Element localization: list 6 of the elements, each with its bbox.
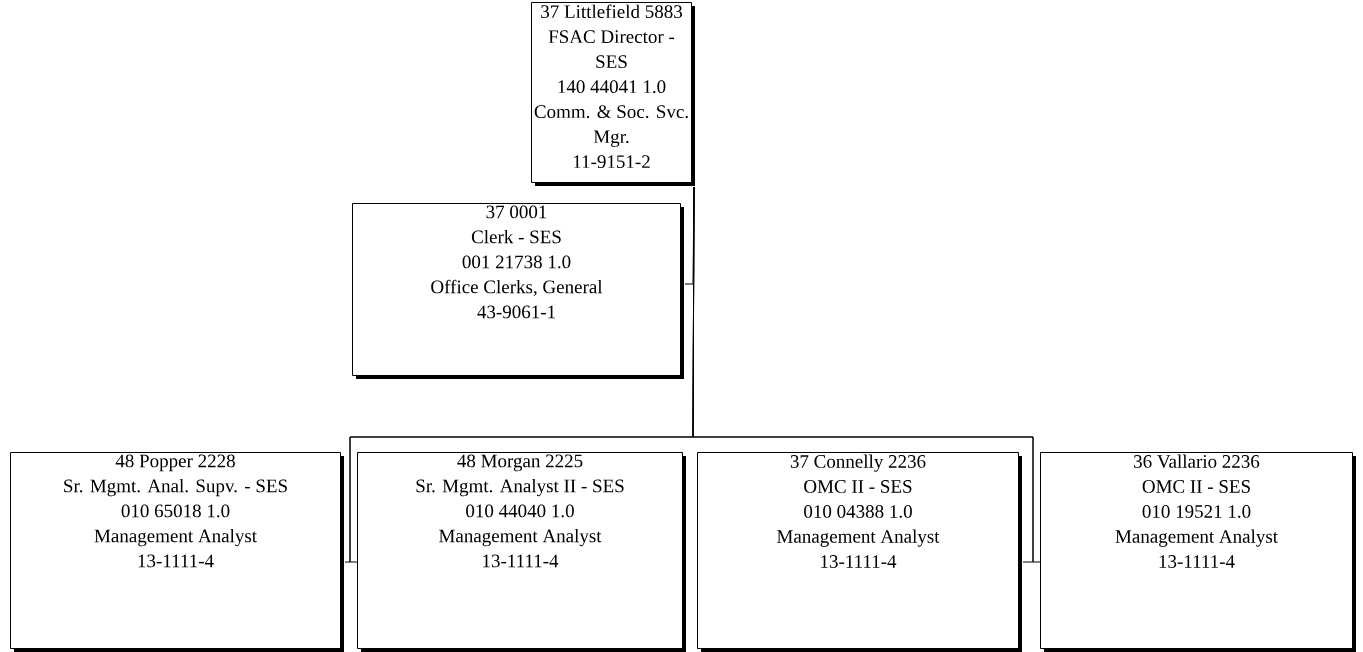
position-box: 48 Morgan 2225 Sr. Mgmt. Analyst II - SES 010 44040 1.0 Management Analyst 13-1111-4 [357, 452, 686, 652]
position-box: 37 Connelly 2236 OMC II - SES 010 04388 1.0 Management Analyst 13-1111-4 [697, 452, 1022, 652]
position-box: 48 Popper 2228 Sr. Mgmt. Anal. Supv. - SES 010 65018 1.0 Management Analyst 13-1111-4 [10, 452, 344, 652]
position-box: 37 Littlefield 5883 FSAC Director - SES 140 44041 1.0 Comm. & Soc. Svc. Mgr. 11-9151-2 [531, 2, 695, 186]
position-box: 37 0001 Clerk - SES 001 21738 1.0 Office Clerks, General 43-9061-1 [352, 203, 684, 379]
position-box: 36 Vallario 2236 OMC II - SES 010 19521 1.0 Management Analyst 13-1111-4 [1040, 452, 1356, 652]
